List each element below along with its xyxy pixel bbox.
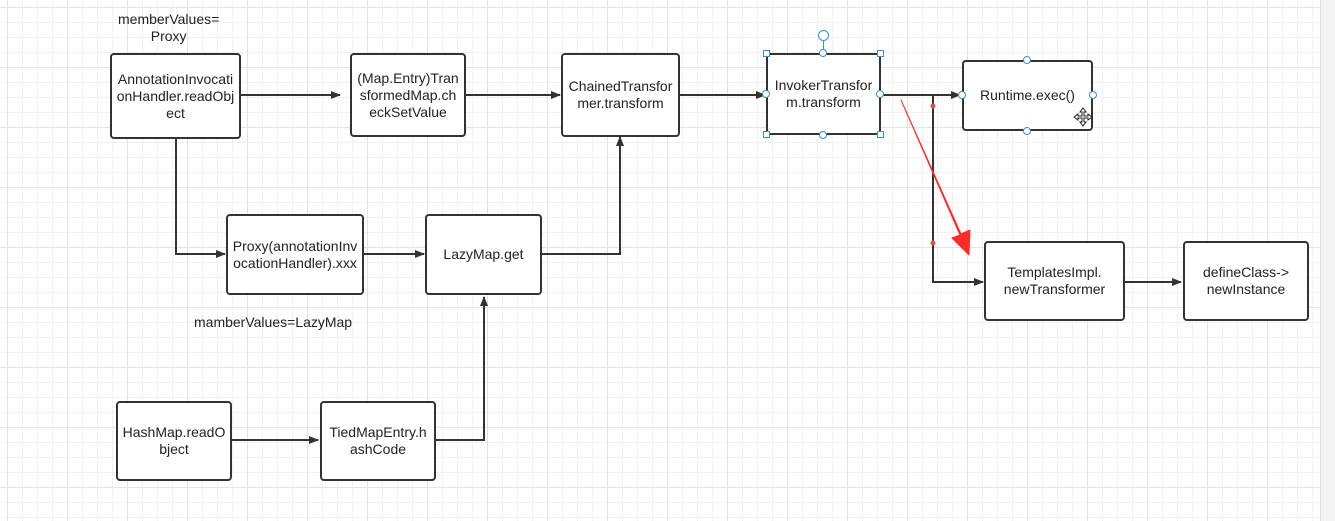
connection-point-right[interactable]	[1089, 91, 1097, 99]
node-lazymap-get[interactable]: LazyMap.get	[425, 214, 542, 295]
node-templatesimpl[interactable]: TemplatesImpl. newTransformer	[984, 241, 1125, 321]
resize-handle-ne[interactable]	[877, 50, 884, 57]
connection-point-bottom[interactable]	[1023, 127, 1031, 135]
resize-handle-s[interactable]	[819, 131, 827, 139]
node-hashmap-readobject[interactable]: HashMap.readObject	[116, 401, 232, 481]
edge-annotation-to-proxy[interactable]	[175, 138, 226, 258]
resize-handle-w[interactable]	[762, 90, 770, 98]
node-mapentry-checksetvalue[interactable]: (Map.Entry)TransformedMap.checkSetValue	[350, 53, 466, 137]
node-annotation-readobject[interactable]: AnnotationInvocationHandler.readObject	[110, 53, 241, 139]
connection-point-left[interactable]	[958, 91, 966, 99]
edge-lazymap-to-chained[interactable]	[542, 136, 624, 255]
rotate-handle[interactable]	[818, 30, 829, 41]
vertical-scrollbar[interactable]	[1320, 0, 1335, 521]
selected-edge-waypoints	[930, 103, 936, 246]
edge-tied-to-lazymap[interactable]	[436, 296, 488, 441]
resize-handle-e[interactable]	[876, 90, 884, 98]
node-tiedmapentry-hashcode[interactable]: TiedMapEntry.hashCode	[320, 401, 436, 481]
move-cursor-icon	[1073, 107, 1093, 127]
edge-invoker-to-templates[interactable]	[881, 94, 984, 286]
node-proxy-annotation[interactable]: Proxy(annotationInvocationHandler).xxx	[226, 214, 364, 295]
rotate-handle-line	[823, 41, 824, 53]
node-chained-transform[interactable]: ChainedTransformer.transform	[561, 53, 680, 137]
red-highlight-arrow	[900, 99, 971, 256]
resize-handle-sw[interactable]	[763, 131, 770, 138]
connection-point-top[interactable]	[1023, 56, 1031, 64]
resize-handle-nw[interactable]	[763, 50, 770, 57]
node-invoker-transform[interactable]: InvokerTransform.transform	[766, 53, 881, 135]
resize-handle-n[interactable]	[819, 49, 827, 57]
member-values-proxy-label: memberValues= Proxy	[118, 11, 220, 44]
resize-handle-se[interactable]	[877, 131, 884, 138]
node-defineclass[interactable]: defineClass-> newInstance	[1183, 241, 1309, 321]
member-values-lazymap-label: mamberValues=LazyMap	[194, 314, 353, 330]
